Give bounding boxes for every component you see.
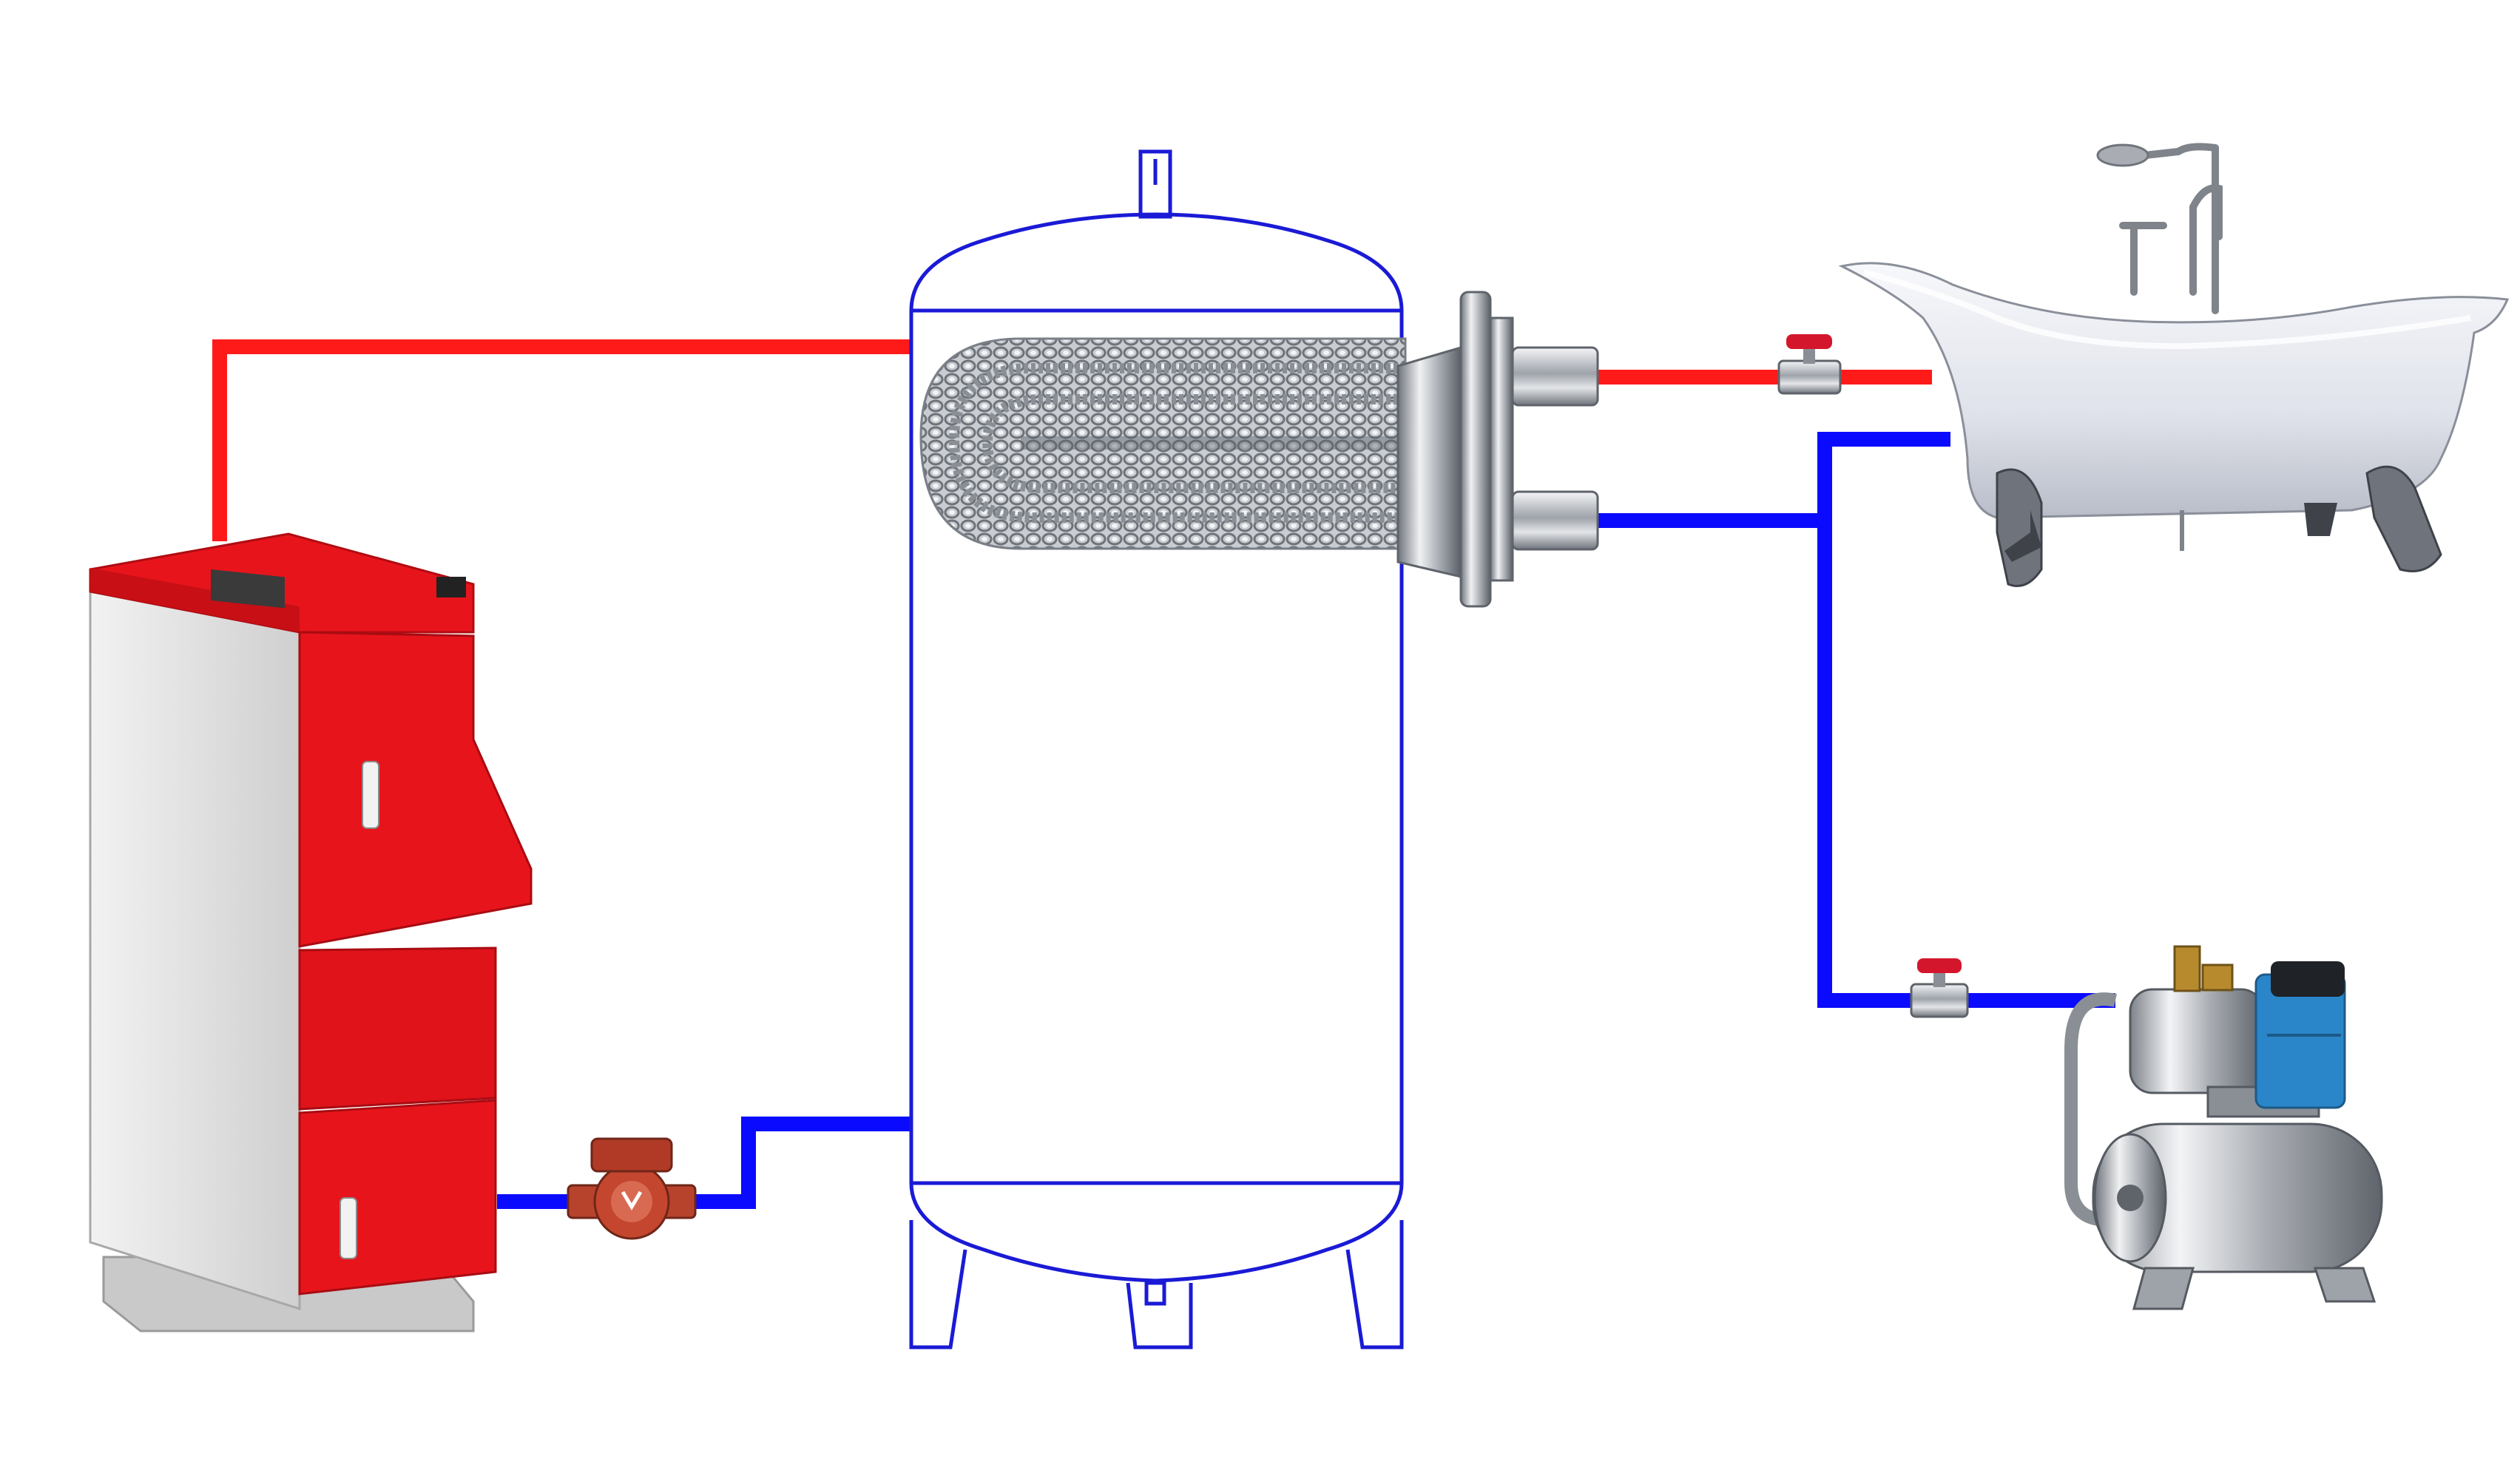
hot-ball-valve [1777,334,1842,395]
clawfoot-bathtub [1838,143,2510,587]
cold-return-pipe [497,1117,911,1209]
solid-fuel-boiler [89,532,533,1332]
storage-tank [909,149,1404,1349]
circulation-pump [567,1137,697,1240]
booster-pump-station [2064,945,2383,1310]
heat-exchanger-coil [919,291,1599,608]
bath-faucet [2119,143,2223,314]
hot-supply-pipe [212,339,911,541]
cold-ball-valve [1910,958,1969,1018]
